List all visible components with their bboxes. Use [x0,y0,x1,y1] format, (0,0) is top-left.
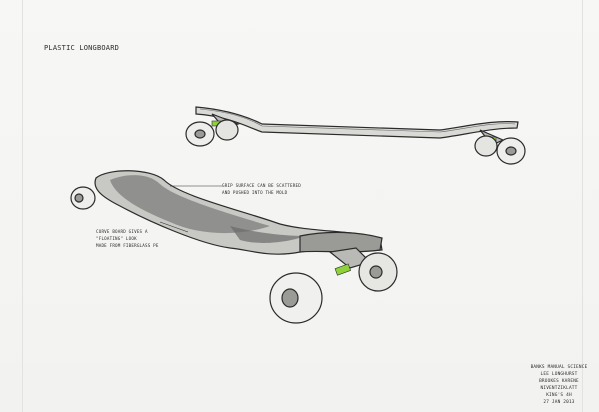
signature-line: BANKS MANUAL SCIENCE [530,365,588,370]
perspective-longboard [70,170,398,324]
grip-note-line: GRIP SURFACE CAN BE SCATTERED [222,183,301,188]
curve-note-line: CURVE BOARD GIVES A [96,229,148,234]
curve-note-line: "FLOATING" LOOK [96,236,137,241]
grip-note-line: AND PUSHED INTO THE MOLD [222,190,288,195]
annotation-leaders [159,185,222,233]
curve-board-note: CURVE BOARD GIVES A "FLOATING" LOOK MADE… [96,228,186,249]
side-view-longboard [185,106,526,165]
author-signature-block: BANKS MANUAL SCIENCE LEE LONGHURST BROOK… [520,364,598,406]
signature-line: 27 JAN 2013 [543,400,575,405]
signature-line: BROOKES KARENE NIVENTZIKLATT [539,379,579,391]
curve-note-line: MADE FROM FIBERGLASS PE [96,243,159,248]
signature-line: LEE LONGHURST [540,372,578,377]
signature-line: KING'S 4H [546,393,572,398]
grip-surface-note: GRIP SURFACE CAN BE SCATTERED AND PUSHED… [222,182,332,196]
sketch-title: PLASTIC LONGBOARD [44,44,120,52]
left-margin-line [22,0,23,412]
right-margin-line [582,0,583,412]
